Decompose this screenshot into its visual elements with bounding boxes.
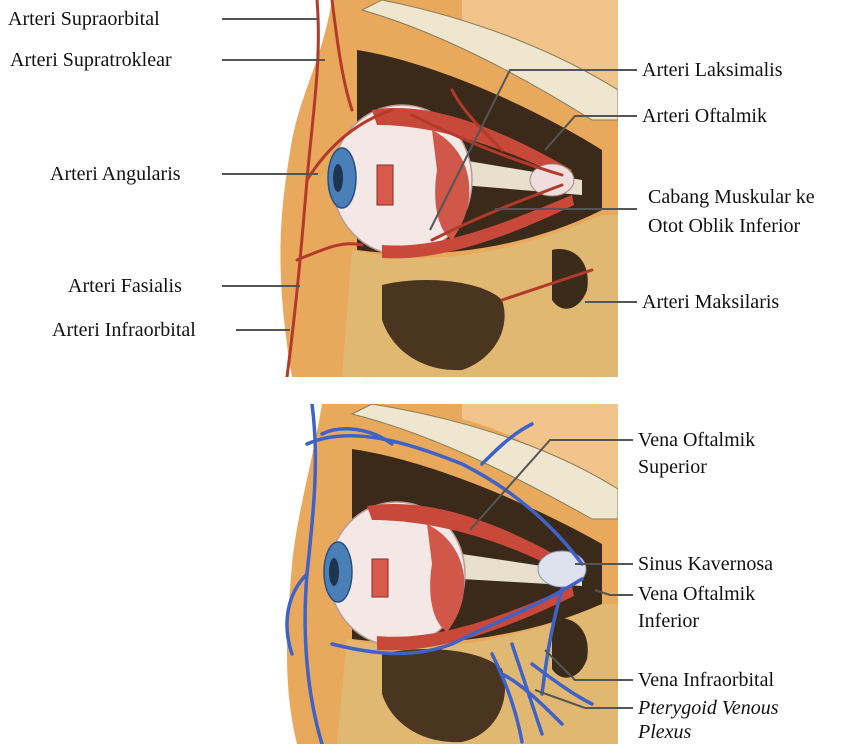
label-arteri-supraorbital: Arteri Supraorbital xyxy=(8,7,160,31)
label-vena-oftalmik-superior-line2: Superior xyxy=(638,455,707,479)
label-arteri-infraorbital: Arteri Infraorbital xyxy=(52,318,196,342)
label-vena-oftalmik-inferior-line2: Inferior xyxy=(638,609,699,633)
label-pterygoid-venous-plexus-line2: Plexus xyxy=(638,720,691,744)
leader-vena-infraorbital xyxy=(545,650,633,680)
label-cabang-muskular-line1: Cabang Muskular ke xyxy=(648,185,815,209)
label-vena-infraorbital: Vena Infraorbital xyxy=(638,668,774,692)
label-arteri-fasialis: Arteri Fasialis xyxy=(68,274,182,298)
label-arteri-laksimalis: Arteri Laksimalis xyxy=(642,58,783,82)
label-pterygoid-venous-plexus-line1: Pterygoid Venous xyxy=(638,696,779,720)
label-arteri-oftalmik: Arteri Oftalmik xyxy=(642,104,767,128)
label-arteri-angularis: Arteri Angularis xyxy=(50,162,181,186)
leader-oftalmik xyxy=(545,116,637,150)
label-vena-oftalmik-inferior-line1: Vena Oftalmik xyxy=(638,582,755,606)
label-cabang-muskular-line2: Otot Oblik Inferior xyxy=(648,214,800,238)
leader-laksimalis xyxy=(430,70,637,230)
leader-pterygoid xyxy=(535,690,633,708)
label-vena-oftalmik-superior-line1: Vena Oftalmik xyxy=(638,428,755,452)
leader-vena-oftalmik-inferior xyxy=(595,590,633,595)
label-arteri-maksilaris: Arteri Maksilaris xyxy=(642,290,779,314)
leader-vena-oftalmik-superior xyxy=(470,440,633,530)
label-sinus-kavernosa: Sinus Kavernosa xyxy=(638,552,773,576)
label-arteri-supratroklear: Arteri Supratroklear xyxy=(10,48,172,72)
